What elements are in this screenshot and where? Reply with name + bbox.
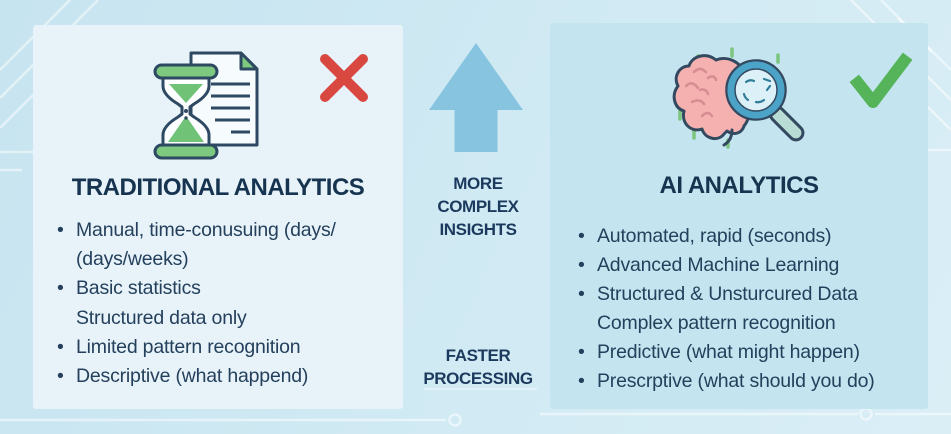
cross-icon <box>320 54 368 102</box>
list-item: • Manual, time-conusuing (days/ <box>57 216 397 245</box>
bullet-dot: • <box>57 365 64 388</box>
bullet-dot: • <box>57 219 64 241</box>
list-item: • Prescrptive (what should you do) <box>578 367 938 396</box>
list-item: • Automated, rapid (seconds) <box>578 222 938 251</box>
bullet-dot: • <box>578 253 585 276</box>
list-item-text: Descriptive (what happend) <box>76 365 309 388</box>
list-item: • Predictive (what might happen) <box>578 338 938 367</box>
hourglass-document-icon <box>153 51 259 160</box>
bullet-dot: • <box>578 369 585 392</box>
list-item: • Basic statistics <box>57 274 397 303</box>
bullet-dot: • <box>578 225 585 247</box>
more-complex-insights-label: MORE COMPLEX INSIGHTS <box>437 174 519 239</box>
list-item: • Advanced Machine Learning <box>578 251 938 280</box>
list-item-text: Advanced Machine Learning <box>597 253 840 276</box>
bullet-dot: • <box>578 340 585 363</box>
faster-processing-label: FASTER PROCESSING <box>423 346 533 388</box>
list-item-text: Manual, time-conusuing (days/ <box>76 219 336 241</box>
traditional-analytics-title: TRADITIONAL ANALYTICS <box>71 174 365 201</box>
ai-analytics-list: • Automated, rapid (seconds) • Advanced Ma… <box>578 222 938 395</box>
bullet-dot: • <box>57 277 64 300</box>
list-item-text: Structured data only <box>76 306 247 329</box>
bullet-dot: • <box>578 282 585 305</box>
traditional-analytics-list: • Manual, time-conusuing (days/ (days/wee… <box>57 216 397 391</box>
check-icon <box>849 52 912 108</box>
arrow-up-icon <box>429 43 523 152</box>
list-item: • Limited pattern recognition <box>57 333 397 362</box>
bullet-dot: • <box>57 335 64 358</box>
list-item: • Structured & Unsturcured Data <box>578 280 938 309</box>
list-item: Complex pattern recognition <box>578 309 938 338</box>
list-item-text: Structured & Unsturcured Data <box>597 282 858 305</box>
list-item: • Descriptive (what happend) <box>57 362 397 391</box>
list-item-text: Automated, rapid (seconds) <box>597 225 832 247</box>
list-item-text: Prescrptive (what should you do) <box>597 369 875 392</box>
brain-magnifier-icon <box>672 47 805 149</box>
list-item-text: Limited pattern recognition <box>76 335 301 358</box>
list-item: (days/weeks) <box>57 245 397 274</box>
list-item-text: Complex pattern recognition <box>597 311 836 334</box>
list-item-text: (days/weeks) <box>76 248 189 271</box>
list-item-text: Predictive (what might happen) <box>597 340 860 363</box>
list-item: Structured data only <box>57 304 397 333</box>
list-item-text: Basic statistics <box>76 277 201 300</box>
ai-analytics-title: AI ANALYTICS <box>659 172 819 199</box>
